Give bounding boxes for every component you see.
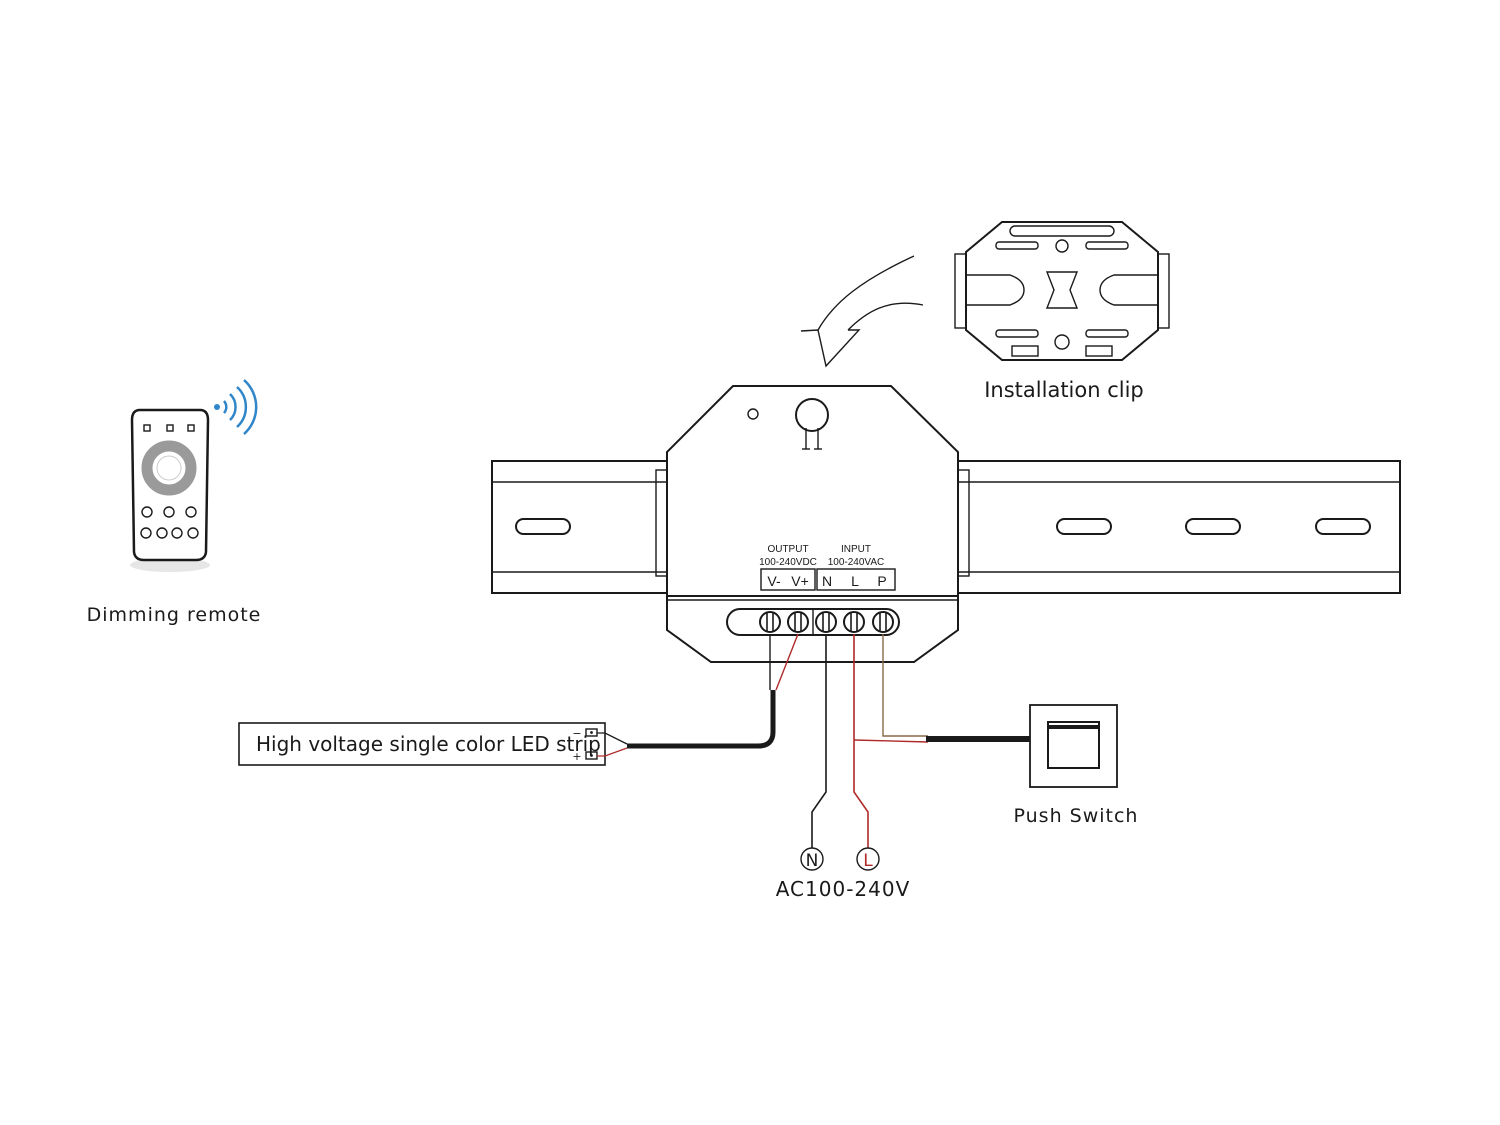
controller-module xyxy=(655,385,970,663)
strip-minus: − xyxy=(572,727,581,740)
wiring xyxy=(597,633,1030,848)
live-marker xyxy=(856,847,880,871)
terminal-screw xyxy=(759,611,781,633)
remote-label: Dimming remote xyxy=(87,604,262,626)
installation-clip-icon xyxy=(954,221,1170,361)
terminal-n: N xyxy=(822,573,832,589)
mount-arrow-icon xyxy=(800,255,924,368)
terminal-l: L xyxy=(851,573,859,589)
terminal-screw xyxy=(843,611,865,633)
input-range: 100-240VAC xyxy=(828,557,885,568)
wireless-signal-icon xyxy=(214,379,258,435)
push-switch-icon xyxy=(1029,704,1118,788)
neutral-marker xyxy=(800,847,824,871)
terminal-screw xyxy=(787,611,809,633)
ac-voltage-label: AC100-240V xyxy=(776,877,911,901)
output-range: 100-240VDC xyxy=(759,557,817,568)
strip-label: High voltage single color LED strip xyxy=(256,732,601,756)
terminal-v-minus: V- xyxy=(767,573,781,589)
remote-control-icon xyxy=(130,408,210,572)
terminal-screws xyxy=(759,611,894,633)
live-letter: L xyxy=(863,851,873,871)
led-strip-icon xyxy=(238,722,606,766)
clip-label: Installation clip xyxy=(984,378,1144,402)
neutral-letter: N xyxy=(806,851,819,871)
terminal-screw xyxy=(815,611,837,633)
terminal-v-plus: V+ xyxy=(791,573,809,589)
terminal-screw xyxy=(872,611,894,633)
input-title: INPUT xyxy=(841,544,871,555)
output-title: OUTPUT xyxy=(767,544,808,555)
terminal-p: P xyxy=(877,573,886,589)
strip-plus: + xyxy=(572,750,581,763)
switch-label: Push Switch xyxy=(1014,805,1139,827)
